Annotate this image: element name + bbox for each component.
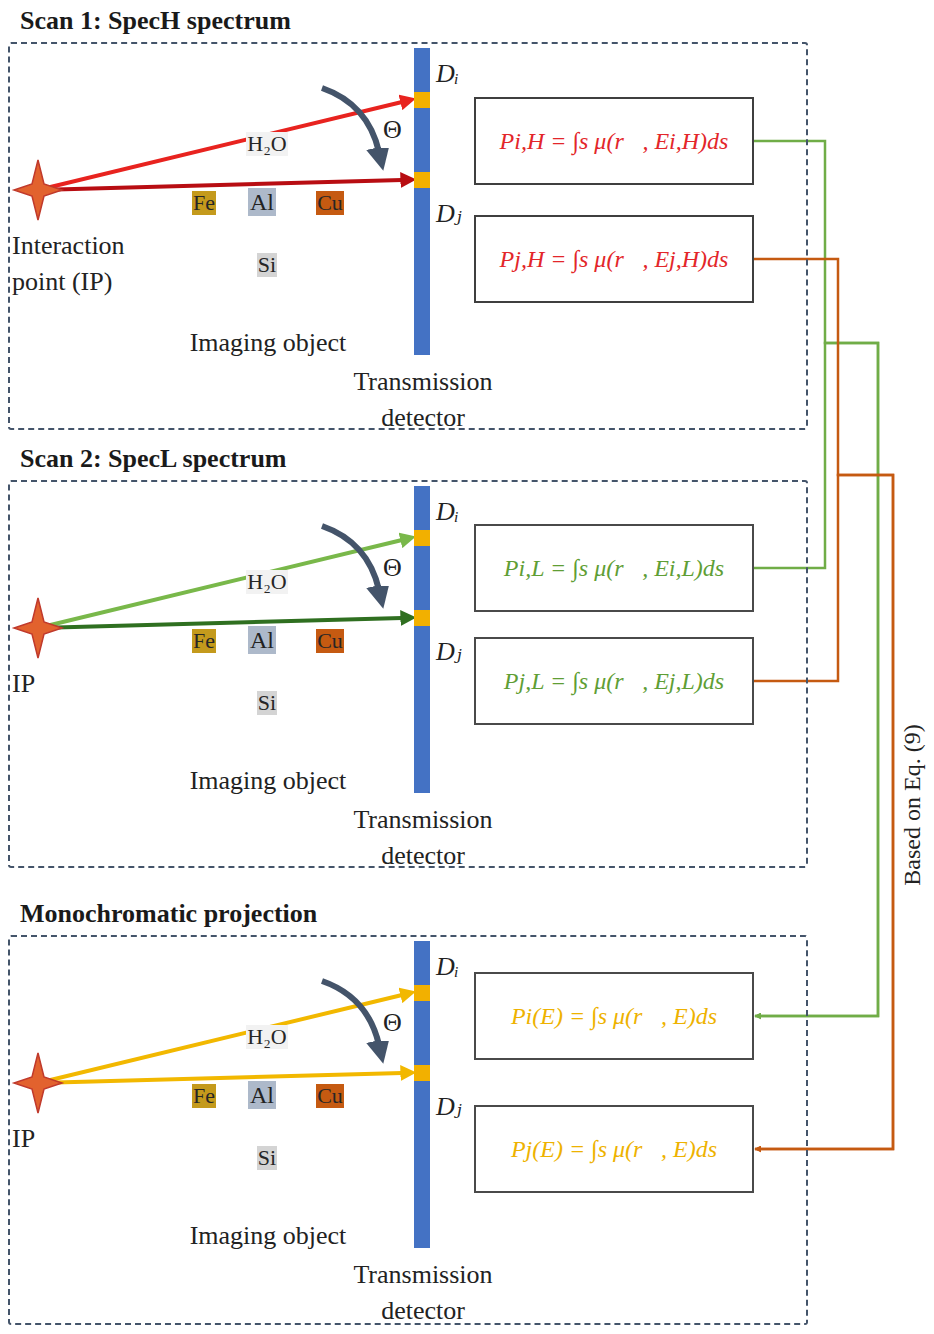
material-insert: H₂O: [243, 120, 291, 168]
detector-caption: Transmission detector: [323, 364, 523, 436]
object-disc: [169, 103, 367, 301]
x-ray: [38, 540, 402, 628]
x-ray: [38, 1073, 402, 1083]
detector-label: Dᵢ: [434, 56, 461, 92]
connector: [754, 343, 878, 1016]
object-caption: Imaging object: [188, 1222, 349, 1250]
panel-heading: Scan 2: SpecL spectrum: [20, 444, 287, 474]
material-label: H₂O: [246, 1025, 287, 1049]
x-ray: [38, 102, 402, 190]
connector: [754, 259, 893, 1149]
detector-label: Dⱼ: [434, 1089, 464, 1125]
material-label: Fe: [192, 629, 216, 653]
mono-figure: [14, 941, 430, 1248]
angle-symbol: Θ: [381, 550, 404, 586]
projection-formula: Pi,H = ∫s μ(r⃗, Ei,H)ds: [474, 97, 754, 185]
material-label: Cu: [316, 629, 344, 653]
imaging-object: AlImaging objectH₂OFeCuSi: [167, 994, 369, 1196]
formula-text: Pj(E) = ∫s μ(r⃗, E)ds: [511, 1136, 717, 1163]
ip-label: Interaction point (IP): [12, 228, 162, 300]
material-insert: H₂O: [243, 558, 291, 606]
projection-formula: Pj,L = ∫s μ(r⃗, Ej,L)ds: [474, 637, 754, 725]
object-caption: Imaging object: [188, 767, 349, 795]
panel-heading: Monochromatic projection: [20, 899, 317, 929]
detector-caption: Transmission detector: [323, 802, 523, 874]
material-insert: Si: [243, 241, 291, 289]
formula-text: Pj,L = ∫s μ(r⃗, Ej,L)ds: [504, 668, 724, 695]
material-label: Al: [248, 188, 276, 216]
object-caption: Imaging object: [188, 329, 349, 357]
insert-disc: [180, 179, 229, 228]
material-label: Cu: [316, 191, 344, 215]
formula-text: Pi,L = ∫s μ(r⃗, Ei,L)ds: [504, 555, 724, 582]
material-insert: Si: [243, 1134, 291, 1182]
connector: [754, 475, 893, 1149]
formula-text: Pj,H = ∫s μ(r⃗, Ej,H)ds: [500, 246, 729, 273]
insert-disc: [245, 560, 290, 605]
object-disc: [169, 541, 367, 739]
insert-disc: [245, 681, 290, 726]
insert-disc: [245, 243, 290, 288]
angle-symbol: Θ: [381, 1005, 404, 1041]
scan-geometry: [14, 486, 430, 793]
panel-heading: Scan 1: SpecH spectrum: [20, 6, 291, 36]
material-insert: Cu: [304, 177, 356, 229]
x-ray: [38, 995, 402, 1083]
material-insert: Si: [243, 679, 291, 727]
insert-disc: [245, 1015, 290, 1060]
material-label: Fe: [192, 191, 216, 215]
detector-label: Dⱼ: [434, 196, 464, 232]
material-label: Al: [248, 1081, 276, 1109]
detector-caption: Transmission detector: [323, 1257, 523, 1329]
projection-formula: Pj(E) = ∫s μ(r⃗, E)ds: [474, 1105, 754, 1193]
material-label: Al: [248, 626, 276, 654]
formula-text: Pi(E) = ∫s μ(r⃗, E)ds: [511, 1003, 717, 1030]
material-insert: H₂O: [243, 1013, 291, 1061]
scan-geometry: [14, 941, 430, 1248]
insert-disc: [180, 1072, 229, 1121]
detector-label: Dⱼ: [434, 634, 464, 670]
angle-symbol: Θ: [381, 112, 404, 148]
imaging-object: AlImaging objectH₂OFeCuSi: [167, 539, 369, 741]
detector-label: Dᵢ: [434, 494, 461, 530]
insert-disc: [306, 617, 355, 666]
formula-text: Pi,H = ∫s μ(r⃗, Ei,H)ds: [500, 128, 729, 155]
material-label: Fe: [192, 1084, 216, 1108]
insert-disc: [306, 1072, 355, 1121]
insert-disc: [180, 617, 229, 666]
projection-formula: Pj,H = ∫s μ(r⃗, Ej,H)ds: [474, 215, 754, 303]
x-ray: [38, 618, 402, 628]
material-insert: Fe: [178, 1070, 230, 1122]
x-ray: [38, 180, 402, 190]
projection-formula: Pi(E) = ∫s μ(r⃗, E)ds: [474, 972, 754, 1060]
material-label: H₂O: [246, 570, 287, 594]
scan2-figure: [14, 486, 430, 793]
material-label: Si: [257, 691, 277, 715]
material-label: Cu: [316, 1084, 344, 1108]
material-insert: Fe: [178, 177, 230, 229]
object-disc: [169, 996, 367, 1194]
material-insert: Fe: [178, 615, 230, 667]
material-label: Si: [257, 1146, 277, 1170]
projection-formula: Pi,L = ∫s μ(r⃗, Ei,L)ds: [474, 524, 754, 612]
material-label: H₂O: [246, 132, 287, 156]
scan-geometry: [14, 48, 430, 355]
scan1-figure: [14, 48, 430, 355]
material-label: Si: [257, 253, 277, 277]
ip-label: IP: [12, 1121, 162, 1157]
ip-label: IP: [12, 666, 162, 702]
relation-note: Based on Eq. (9): [898, 724, 926, 885]
imaging-object: AlImaging objectH₂OFeCuSi: [167, 101, 369, 303]
detector-label: Dᵢ: [434, 949, 461, 985]
insert-disc: [245, 122, 290, 167]
insert-disc: [245, 1136, 290, 1181]
connector: [754, 141, 878, 1016]
insert-disc: [306, 179, 355, 228]
material-insert: Cu: [304, 1070, 356, 1122]
material-insert: Cu: [304, 615, 356, 667]
